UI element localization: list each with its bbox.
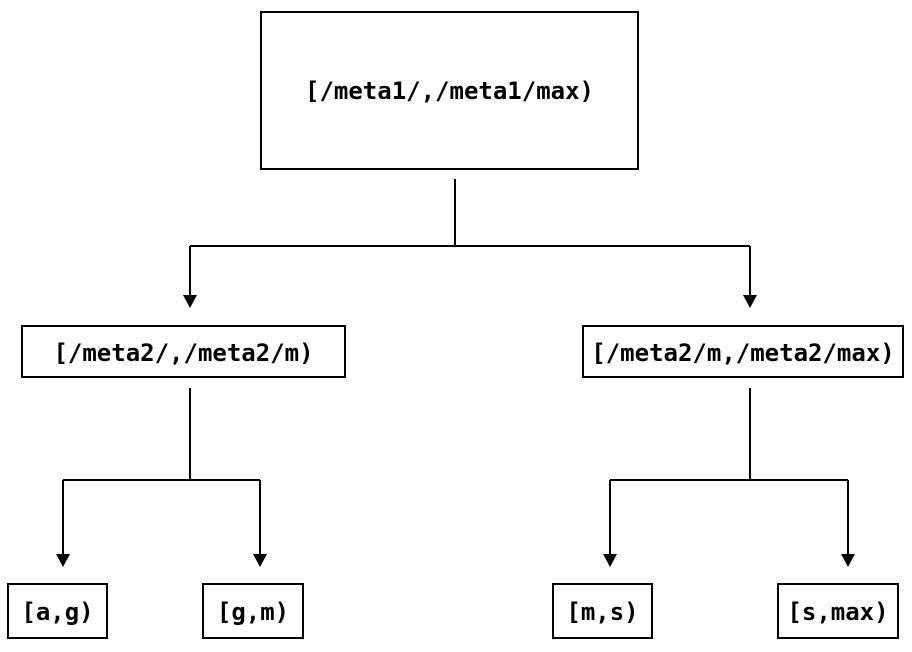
node-box [21, 325, 346, 378]
node-label: [a,g) [21, 598, 93, 626]
node-meta2-left: [/meta2/,/meta2/m) [21, 325, 346, 378]
node-label: [m,s) [566, 598, 638, 626]
node-leaf-ms: [m,s) [552, 583, 653, 639]
node-label: [/meta1/,/meta1/max) [305, 77, 594, 105]
node-leaf-ag: [a,g) [7, 583, 108, 639]
node-box [260, 11, 639, 170]
right-subtree-fanout-edges [603, 388, 855, 567]
node-box [777, 583, 899, 639]
node-root: [/meta1/,/meta1/max) [260, 11, 639, 170]
node-meta2-right: [/meta2/m,/meta2/max) [582, 325, 904, 378]
node-leaf-gm: [g,m) [202, 583, 304, 639]
arrowhead-down-icon [183, 295, 197, 308]
arrowhead-down-icon [841, 554, 855, 567]
arrowhead-down-icon [56, 554, 70, 567]
root-fanout-edges [183, 179, 757, 308]
node-label: [s,max) [787, 598, 888, 626]
node-box [7, 583, 108, 639]
node-box [552, 583, 653, 639]
node-leaf-smax: [s,max) [777, 583, 899, 639]
arrowhead-down-icon [743, 295, 757, 308]
node-box [582, 325, 904, 378]
node-label: [/meta2/,/meta2/m) [53, 339, 313, 367]
left-subtree-fanout-edges [56, 388, 267, 567]
arrowhead-down-icon [253, 554, 267, 567]
arrowhead-down-icon [603, 554, 617, 567]
node-label: [/meta2/m,/meta2/max) [591, 339, 894, 367]
node-box [202, 583, 304, 639]
node-label: [g,m) [217, 598, 289, 626]
